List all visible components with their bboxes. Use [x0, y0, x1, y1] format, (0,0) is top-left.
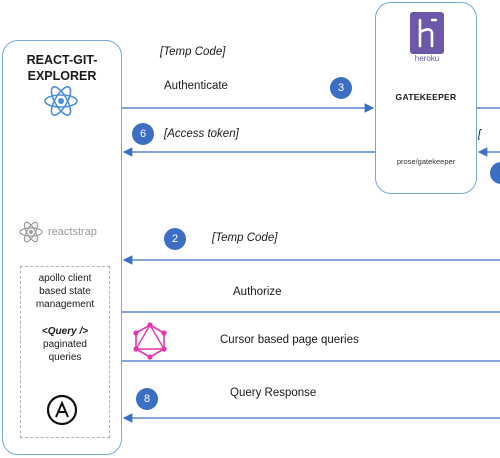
gatekeeper-box	[375, 2, 477, 194]
label-temp-code-top: [Temp Code]	[160, 46, 226, 58]
gatekeeper-subtitle: prose/gatekeeper	[396, 157, 456, 166]
label-temp-code: [Temp Code]	[212, 232, 278, 244]
step-badge-3: 3	[330, 77, 352, 99]
heroku-icon	[410, 12, 444, 54]
apollo-icon	[46, 394, 78, 426]
step-badge-2: 2	[164, 228, 186, 250]
step-badge-8: 8	[136, 388, 158, 410]
query-tag: <Query />	[41, 326, 89, 337]
gatekeeper-title: GATEKEEPER	[395, 92, 457, 102]
step-badge-6: 6	[132, 123, 154, 145]
step-badge-partial	[490, 162, 500, 184]
label-authorize: Authorize	[233, 286, 282, 298]
paginated-queries-label: paginated queries	[43, 339, 87, 363]
label-page-queries: Cursor based page queries	[220, 334, 359, 346]
graphql-icon	[133, 322, 167, 360]
explorer-title: REACT-GIT- EXPLORER	[26, 53, 98, 83]
label-query-response: Query Response	[230, 387, 317, 399]
reactstrap-label: reactstrap	[48, 226, 97, 238]
cut-off-bracket: [	[478, 128, 482, 140]
heroku-label: heroku	[414, 54, 440, 63]
label-access-token: [Access token]	[164, 128, 239, 140]
label-authenticate: Authenticate	[164, 80, 228, 92]
apollo-state-label: apollo client based state management	[35, 273, 95, 310]
apollo-state-panel	[20, 266, 110, 438]
